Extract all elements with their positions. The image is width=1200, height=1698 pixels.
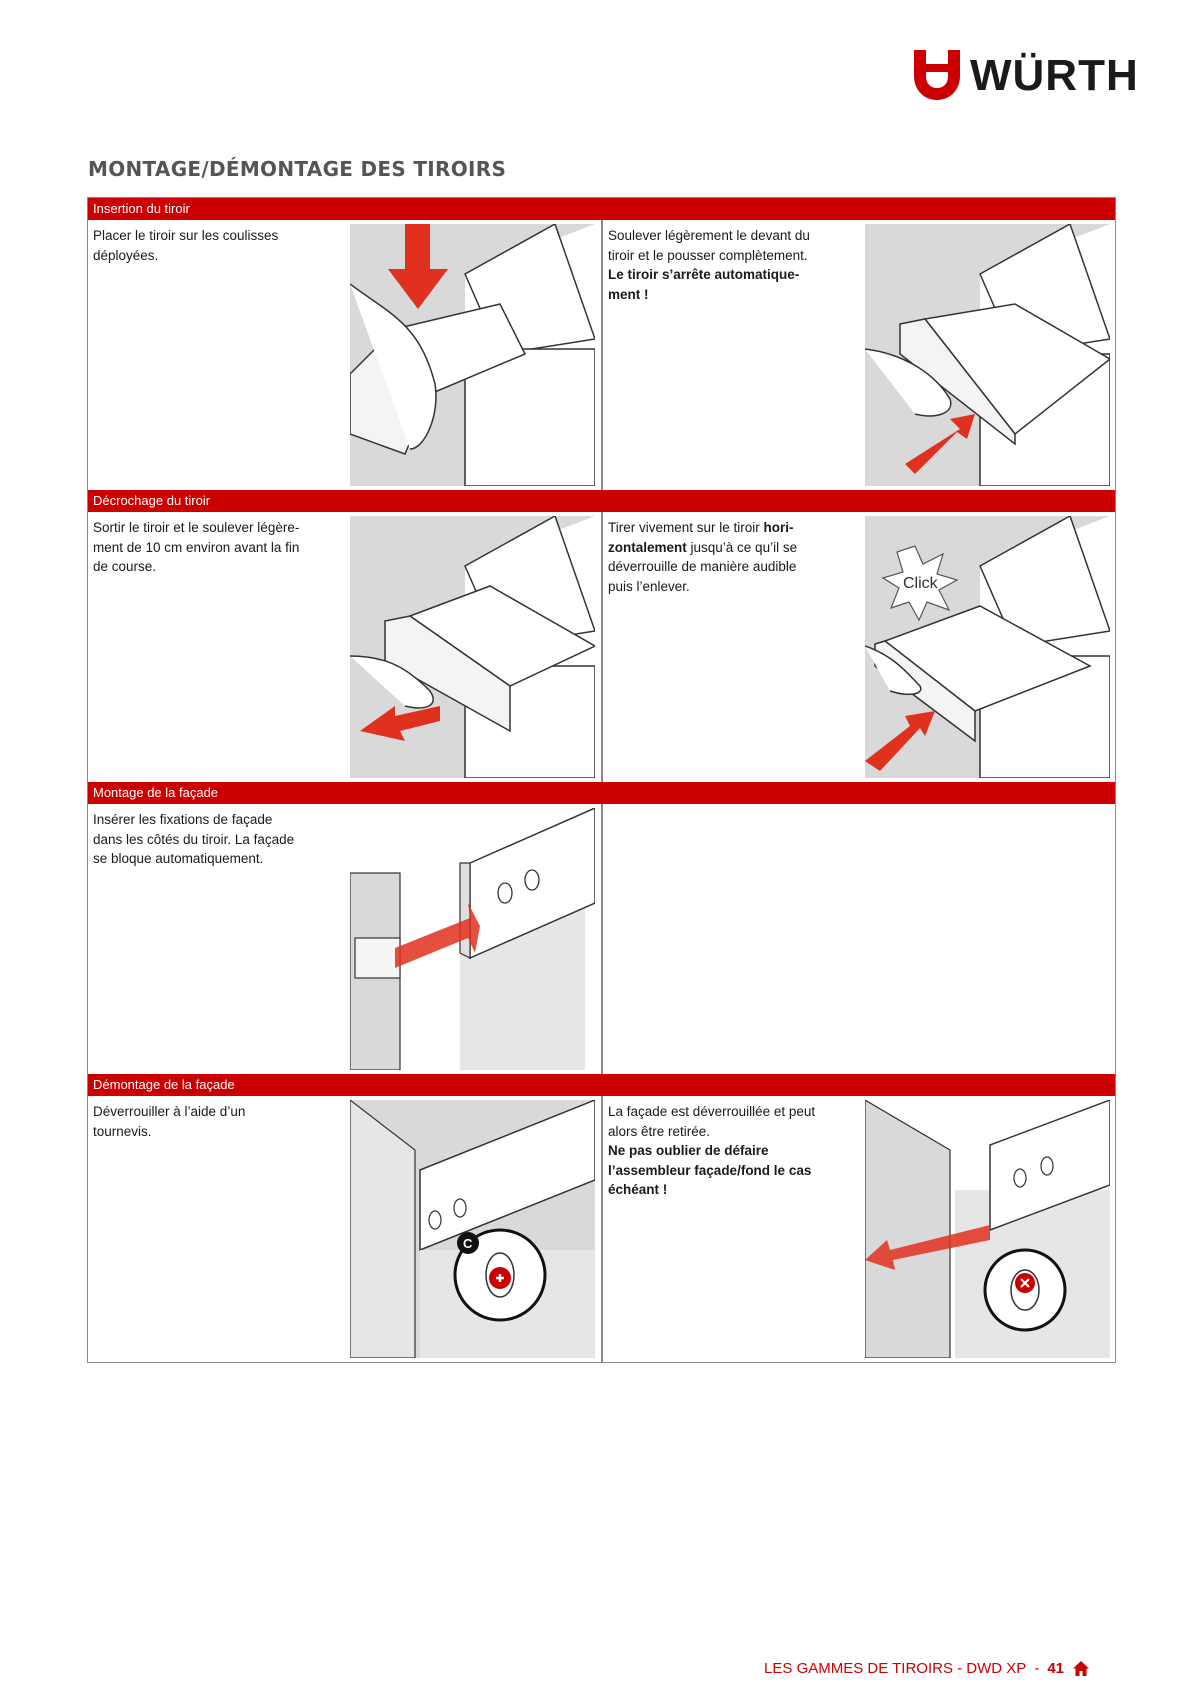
section-heading-decrochage: Décrochage du tiroir: [88, 490, 1115, 512]
instruction-text: Déverrouiller à l’aide d’un tournevis.: [93, 1104, 246, 1139]
brand-name: WÜRTH: [970, 51, 1139, 100]
wurth-logo: WÜRTH: [912, 50, 1144, 102]
page-number: 41: [1047, 1660, 1064, 1677]
drawer-lift-illustration: [350, 516, 595, 778]
cell-demontage-facade-right: La façade est déverrouillée et peut alor…: [603, 1096, 1117, 1362]
home-icon[interactable]: [1072, 1660, 1090, 1677]
cell-montage-facade-right: [603, 804, 1117, 1074]
instruction-text: La façade est déverrouillée et peut alor…: [608, 1104, 816, 1197]
cell-insertion-left: Placer le tiroir sur les coulisses déplo…: [88, 220, 602, 490]
instruction-text: Placer le tiroir sur les coulisses déplo…: [93, 228, 279, 263]
facade-mounting-illustration: [350, 808, 595, 1070]
instruction-table: Insertion du tiroir Placer le tiroir sur…: [87, 197, 1116, 1363]
footer-label: LES GAMMES DE TIROIRS - DWD XP: [764, 1660, 1027, 1677]
section-heading-demontage-facade: Démontage de la façade: [88, 1074, 1115, 1096]
drawer-push-illustration: [865, 224, 1110, 486]
instruction-text: Tirer vivement sur le tiroir hori-zontal…: [608, 520, 798, 594]
page-title: MONTAGE/DÉMONTAGE DES TIROIRS: [88, 157, 507, 181]
footer-separator: -: [1034, 1660, 1040, 1677]
step-marker-c: C: [463, 1236, 473, 1251]
cell-demontage-facade-left: Déverrouiller à l’aide d’un tournevis. C: [88, 1096, 602, 1362]
cell-decrochage-right: Tirer vivement sur le tiroir hori-zontal…: [603, 512, 1117, 782]
instruction-text: Soulever légèrement le devant du tiroir …: [608, 228, 810, 302]
page-footer: LES GAMMES DE TIROIRS - DWD XP - 41: [764, 1660, 1090, 1677]
drawer-insertion-illustration: [350, 224, 595, 486]
facade-removed-illustration: [865, 1100, 1110, 1358]
screwdriver-unlock-illustration: C: [350, 1100, 595, 1358]
section-heading-montage-facade: Montage de la façade: [88, 782, 1115, 804]
click-callout: Click: [903, 575, 939, 592]
instruction-text: Sortir le tiroir et le soulever légère-m…: [93, 520, 300, 574]
cell-insertion-right: Soulever légèrement le devant du tiroir …: [603, 220, 1117, 490]
wurth-logo-mark: [914, 50, 960, 100]
cell-montage-facade-left: Insérer les fixations de façade dans les…: [88, 804, 602, 1074]
instruction-text: Insérer les fixations de façade dans les…: [93, 812, 295, 866]
column-divider: [601, 198, 603, 1362]
cell-decrochage-left: Sortir le tiroir et le soulever légère-m…: [88, 512, 602, 782]
drawer-pull-illustration: Click: [865, 516, 1110, 778]
section-heading-insertion: Insertion du tiroir: [88, 198, 1115, 220]
